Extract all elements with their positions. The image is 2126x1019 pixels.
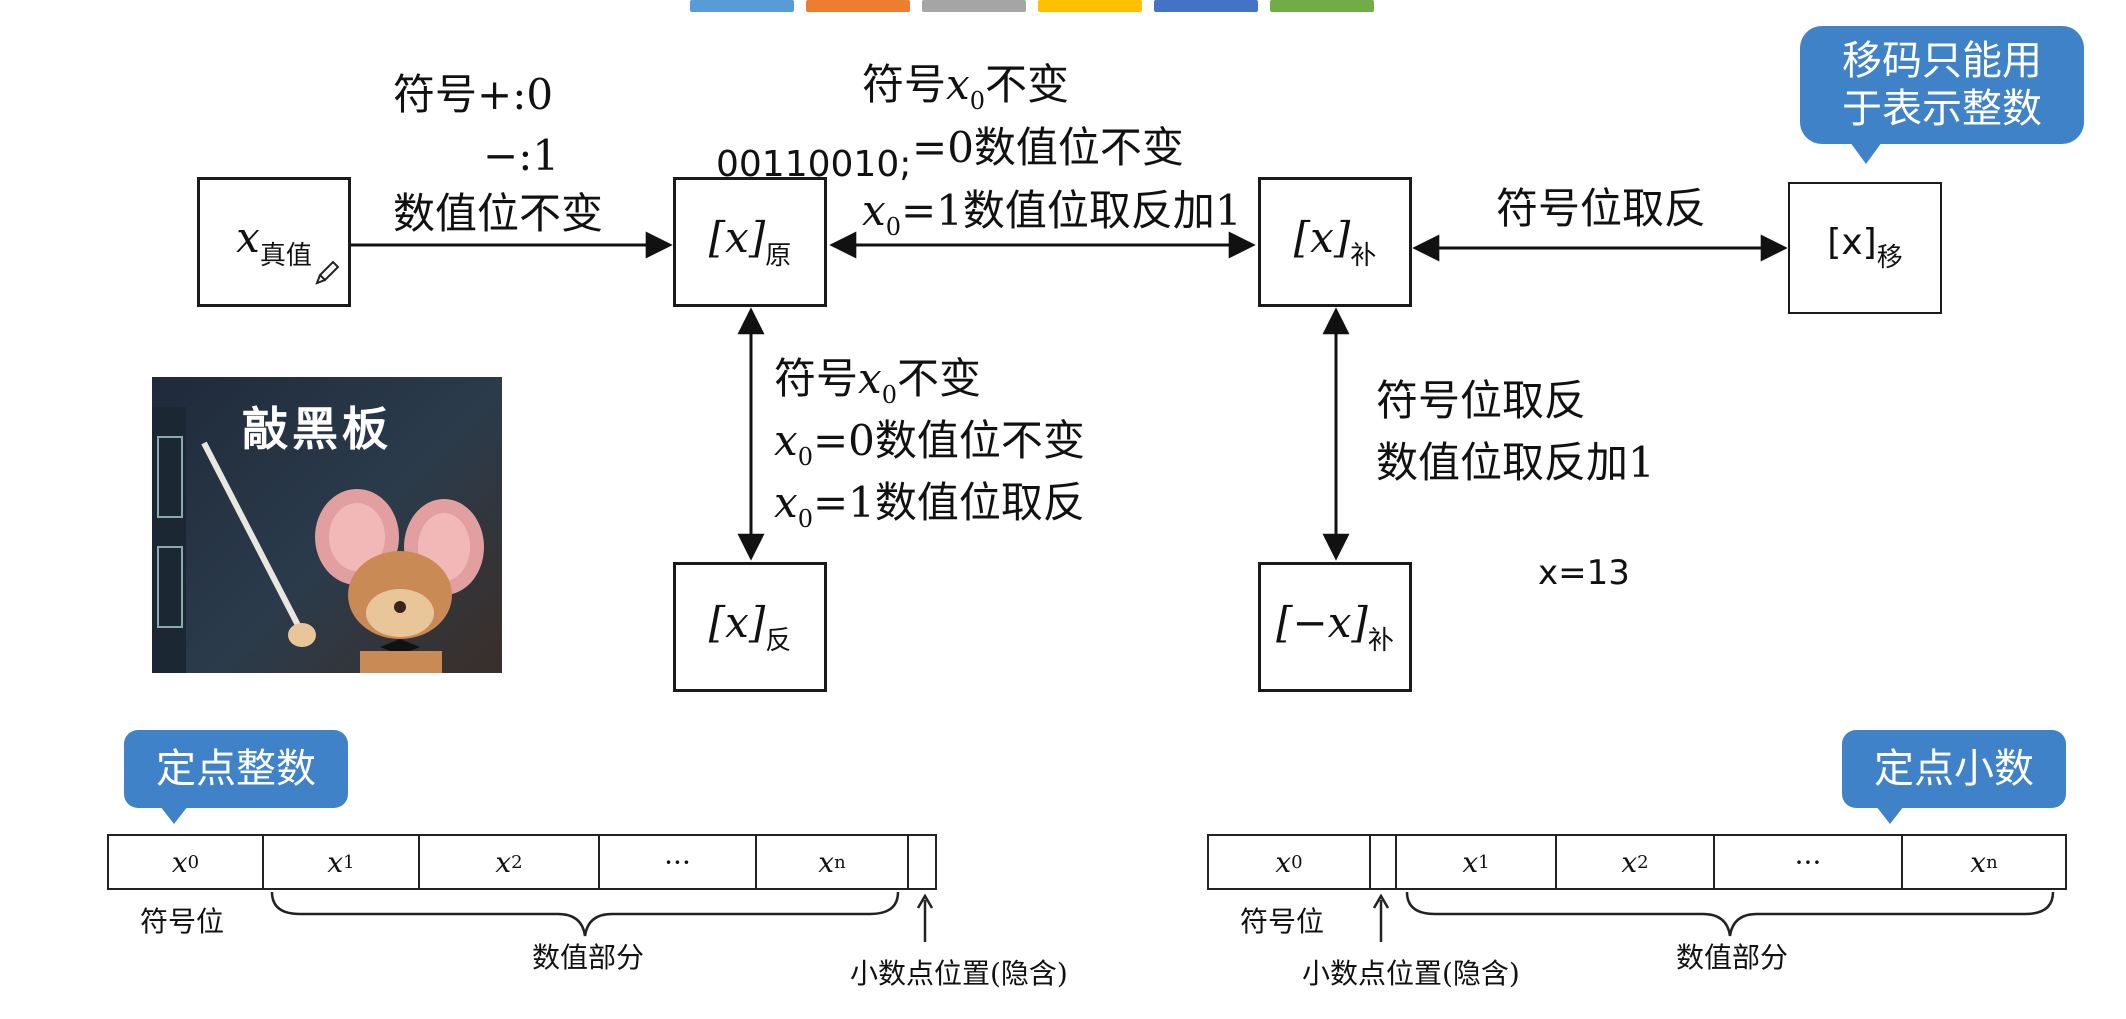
label-sign-x0-unchanged-mid: 符号x0不变 [774, 354, 981, 409]
box-ones-complement: [x]反 [673, 562, 827, 692]
box-excess-code: [x]移 [1788, 182, 1942, 314]
frac-sign-bit-label: 符号位 [1240, 905, 1325, 938]
color-bar-3 [922, 0, 1026, 12]
color-bar-2 [806, 0, 910, 12]
callout-fixed-integer-tail [160, 806, 188, 824]
box-complement-code: [x]补 [1258, 177, 1412, 307]
frac-cell-point [1371, 836, 1397, 888]
pencil-icon [315, 260, 340, 285]
callout-excess-note: 移码只能用于表示整数 [1800, 26, 2084, 144]
color-bar-1 [690, 0, 794, 12]
label-value-unchanged: 数值位不变 [393, 189, 604, 238]
frac-value-brace [1405, 891, 2055, 937]
int-point-arrow [916, 894, 934, 942]
color-bar-4 [1038, 0, 1142, 12]
label-x0-eq0-top: =0数值位不变 [912, 123, 1184, 172]
frac-point-position-label: 小数点位置(隐含) [1302, 957, 1520, 990]
int-cell-point [909, 836, 935, 888]
label-x0-eq1-top: x0=1数值位取反加1 [862, 186, 1242, 241]
int-value-brace [270, 891, 900, 937]
int-cell-ellipsis: ··· [600, 836, 757, 888]
box-neg-complement: [−x]补 [1258, 562, 1412, 692]
meme-image: 敲黑板 [152, 377, 502, 673]
mouse-pointer-illustration [152, 407, 484, 673]
frac-point-arrow [1372, 894, 1390, 942]
int-sign-bit-label: 符号位 [140, 905, 225, 938]
label-x-eq-13: x=13 [1538, 553, 1630, 593]
color-bar-6 [1270, 0, 1374, 12]
callout-fixed-fraction: 定点小数 [1842, 730, 2066, 808]
callout-fixed-integer: 定点整数 [124, 730, 348, 808]
meme-caption: 敲黑板 [242, 402, 392, 456]
label-sign-minus: −:1 [483, 131, 560, 180]
label-sign-flip-lower: 符号位取反 [1376, 376, 1587, 425]
callout-fixed-fraction-tail [1876, 806, 1904, 824]
color-bar-5 [1154, 0, 1258, 12]
label-x0-eq1-mid: x0=1数值位取反 [774, 478, 1085, 533]
callout-excess-tail [1850, 142, 1882, 164]
label-x0-eq0-mid: x0=0数值位不变 [774, 416, 1085, 471]
int-value-part-label: 数值部分 [532, 941, 645, 974]
label-sign-plus: 符号+:0 [393, 70, 554, 119]
frac-cell-ellipsis: ··· [1715, 836, 1903, 888]
label-sample-bits: 00110010; [716, 144, 912, 185]
box-true-value: x真值 [197, 177, 351, 307]
label-sign-x0-unchanged-top: 符号x0不变 [862, 60, 1069, 115]
int-point-position-label: 小数点位置(隐含) [850, 957, 1068, 990]
label-sign-flip-right: 符号位取反 [1496, 184, 1707, 233]
label-value-invert-add1: 数值位取反加1 [1376, 438, 1655, 487]
frac-value-part-label: 数值部分 [1676, 941, 1789, 974]
box-original-code: [x]原 [673, 177, 827, 307]
